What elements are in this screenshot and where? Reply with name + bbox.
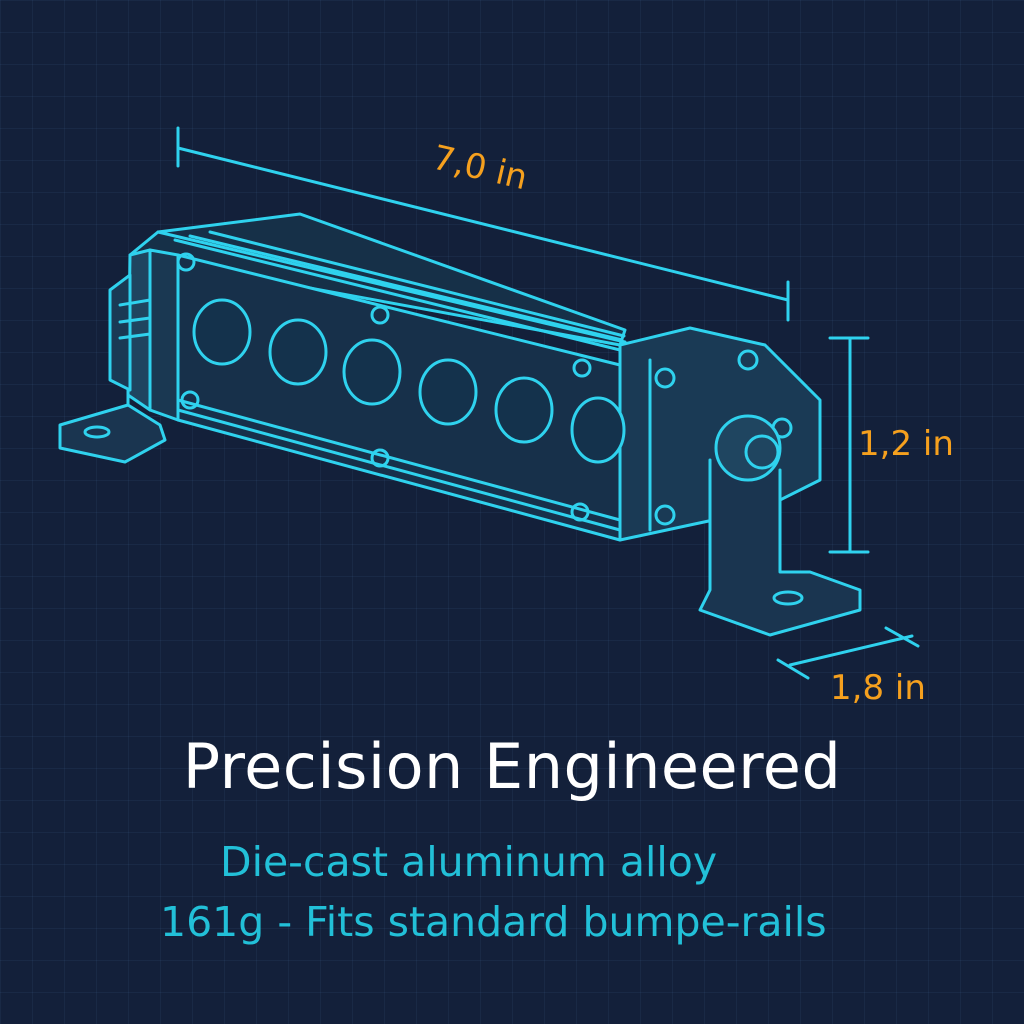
bar-body — [108, 212, 862, 637]
depth-label: 1,8 in — [830, 668, 926, 708]
height-label: 1,2 in — [858, 424, 954, 464]
length-dimension-line — [176, 126, 790, 322]
depth-dimension-line — [776, 626, 920, 680]
weight-fit-line: 161g - Fits standard bumpe-rails — [160, 898, 827, 946]
material-line: Die-cast aluminum alloy — [220, 838, 718, 886]
led-lenses — [192, 298, 626, 464]
page-title: Precision Engineered — [182, 730, 842, 803]
height-dimension-line — [828, 336, 870, 554]
